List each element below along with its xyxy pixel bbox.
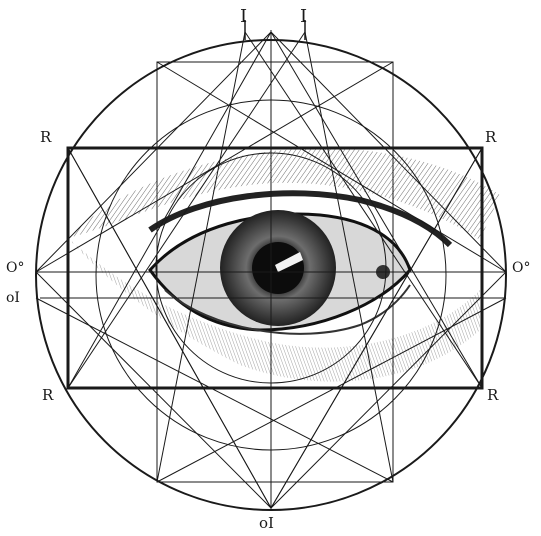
eye-drawing [68,148,500,381]
construction-lines [36,20,506,510]
label-corner-tr: R [485,128,497,146]
label-corner-br: R [487,386,499,404]
label-bottom: oI [259,514,274,532]
label-right-o: O° [512,260,530,276]
label-corner-tl: R [40,128,52,146]
label-top-left: I [240,6,247,27]
label-top-right: I [300,6,307,27]
label-left-i: oI [6,290,20,306]
diag-g [36,298,393,482]
label-corner-bl: R [42,386,54,404]
label-left-o: O° [6,260,24,276]
